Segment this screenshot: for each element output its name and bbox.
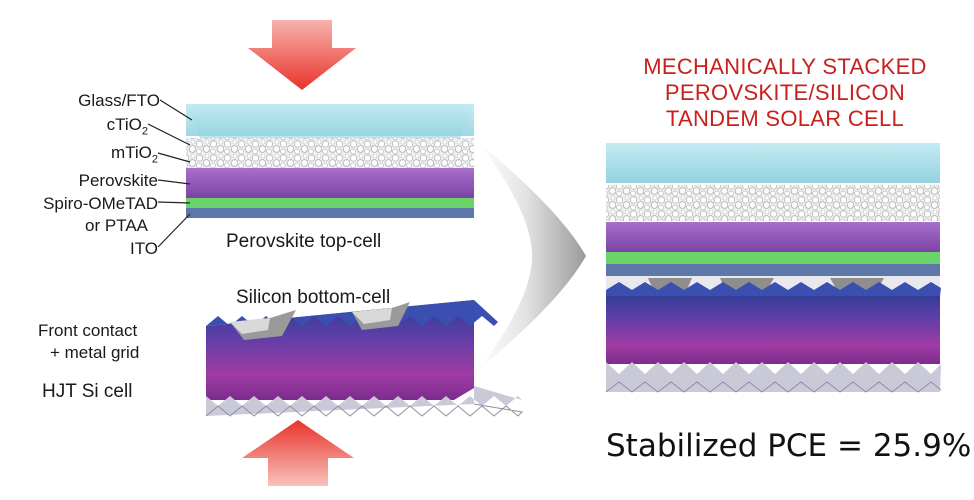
label-hjt-si-cell: HJT Si cell [42, 381, 133, 402]
label-ito: ITO [129, 239, 158, 258]
label-silicon-bottom-cell: Silicon bottom-cell [236, 287, 391, 308]
tandem-stack [605, 143, 942, 393]
label-spiro: Spiro-OMeTAD [43, 194, 158, 213]
label-ctio2: cTiO2 [106, 115, 148, 138]
title-line-1: MECHANICALLY STACKED [643, 54, 927, 79]
label-front-contact: Front contact [38, 321, 138, 340]
arrow-down-icon [248, 20, 356, 90]
chevron-right-icon [478, 142, 586, 370]
title-line-2: PEROVSKITE/SILICON [664, 80, 906, 105]
label-mtio2: mTiO2 [110, 143, 158, 166]
perovskite-top-cell [186, 104, 474, 218]
title-line-3: TANDEM SOLAR CELL [665, 106, 905, 131]
label-perovskite: Perovskite [78, 171, 158, 190]
leader-lines [147, 99, 193, 248]
label-perovskite-top-cell: Perovskite top-cell [226, 231, 382, 252]
label-glass-fto: Glass/FTO [78, 91, 160, 110]
pce-result: Stabilized PCE = 25.9% [606, 428, 972, 464]
label-ptaa: or PTAA [85, 216, 148, 235]
label-metal-grid: + metal grid [50, 343, 140, 362]
arrow-up-icon [242, 420, 354, 486]
silicon-bottom-cell [205, 300, 524, 417]
